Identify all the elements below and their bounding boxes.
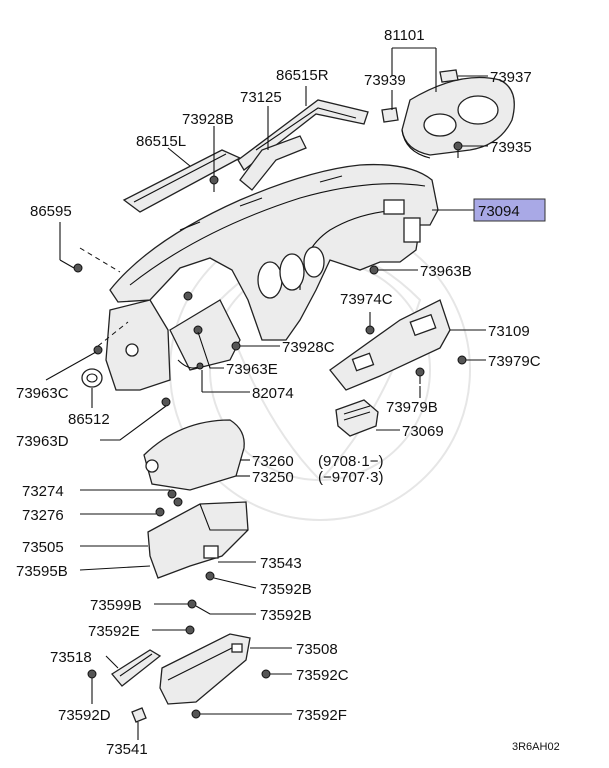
label-81101[interactable]: 81101 [384, 27, 425, 44]
label-73260-note: (9708·1−) [318, 453, 383, 470]
garnish-86515R [237, 99, 369, 171]
bracket-73125 [239, 135, 307, 191]
glove-lid-73260-73250 [143, 419, 245, 491]
label-73939[interactable]: 73939 [364, 72, 406, 89]
center-trim-73109 [329, 299, 451, 391]
label-73274[interactable]: 73274 [22, 483, 64, 500]
label-73963B[interactable]: 73963B [420, 263, 472, 280]
fasteners-panel [73, 263, 379, 407]
glove-box-73508 [159, 633, 251, 705]
clip-73937 [439, 69, 459, 83]
label-73592E[interactable]: 73592E [88, 623, 140, 640]
center-bracket [169, 299, 241, 371]
label-73109[interactable]: 73109 [488, 323, 530, 340]
label-73518[interactable]: 73518 [50, 649, 92, 666]
screw-73928B [209, 175, 219, 192]
clip-73979C [457, 355, 467, 365]
side-panel-left [105, 299, 171, 391]
label-73069[interactable]: 73069 [402, 423, 444, 440]
clip-82074 [177, 359, 204, 370]
label-73592F[interactable]: 73592F [296, 707, 347, 724]
instrument-panel-73094 [109, 163, 439, 341]
label-73979C[interactable]: 73979C [488, 353, 541, 370]
label-73928C[interactable]: 73928C [282, 339, 335, 356]
label-73125[interactable]: 73125 [240, 89, 282, 106]
meter-hood-81101 [401, 76, 515, 159]
label-73276[interactable]: 73276 [22, 507, 64, 524]
label-73250[interactable]: 73250 [252, 469, 294, 486]
clip-73979B [415, 367, 425, 384]
leader-lines [45, 47, 488, 740]
reference-code: 3R6AH02 [512, 741, 560, 753]
label-73935[interactable]: 73935 [490, 139, 532, 156]
label-73543[interactable]: 73543 [260, 555, 302, 572]
vent-86512 [81, 368, 103, 388]
label-86595[interactable]: 86595 [30, 203, 72, 220]
highlight-box-73094 [473, 198, 546, 222]
label-73250-note: (−9707·3) [318, 469, 383, 486]
label-73599B[interactable]: 73599B [90, 597, 142, 614]
label-73260[interactable]: 73260 [252, 453, 294, 470]
garnish-86515L [122, 149, 242, 213]
label-73979B[interactable]: 73979B [386, 399, 438, 416]
bracket-73518 [111, 649, 162, 687]
label-73937[interactable]: 73937 [490, 69, 532, 86]
label-73592B-1[interactable]: 73592B [260, 581, 312, 598]
fasteners-glove-box [87, 571, 271, 719]
label-73963E[interactable]: 73963E [226, 361, 278, 378]
clip-73939 [381, 107, 399, 123]
label-82074[interactable]: 82074 [252, 385, 294, 402]
label-73592D[interactable]: 73592D [58, 707, 111, 724]
label-86512[interactable]: 86512 [68, 411, 110, 428]
label-73541[interactable]: 73541 [106, 741, 148, 758]
label-73974C[interactable]: 73974C [340, 291, 393, 308]
label-86515L[interactable]: 86515L [136, 133, 186, 150]
label-86515R[interactable]: 86515R [276, 67, 329, 84]
label-73592C[interactable]: 73592C [296, 667, 349, 684]
label-73505[interactable]: 73505 [22, 539, 64, 556]
label-73595B[interactable]: 73595B [16, 563, 68, 580]
label-73508[interactable]: 73508 [296, 641, 338, 658]
clip-73541 [131, 707, 147, 723]
label-73094[interactable]: 73094 [478, 203, 520, 220]
switch-panel-73069 [335, 399, 379, 437]
label-73592B-2[interactable]: 73592B [260, 607, 312, 624]
glove-box-frame-73505 [147, 501, 249, 579]
part-labels: 81101 86515R 73939 73937 73125 73928B 73… [16, 27, 560, 758]
label-73963D[interactable]: 73963D [16, 433, 69, 450]
fasteners-73274-73276 [155, 489, 183, 517]
label-73928B[interactable]: 73928B [182, 111, 234, 128]
label-73963C[interactable]: 73963C [16, 385, 69, 402]
